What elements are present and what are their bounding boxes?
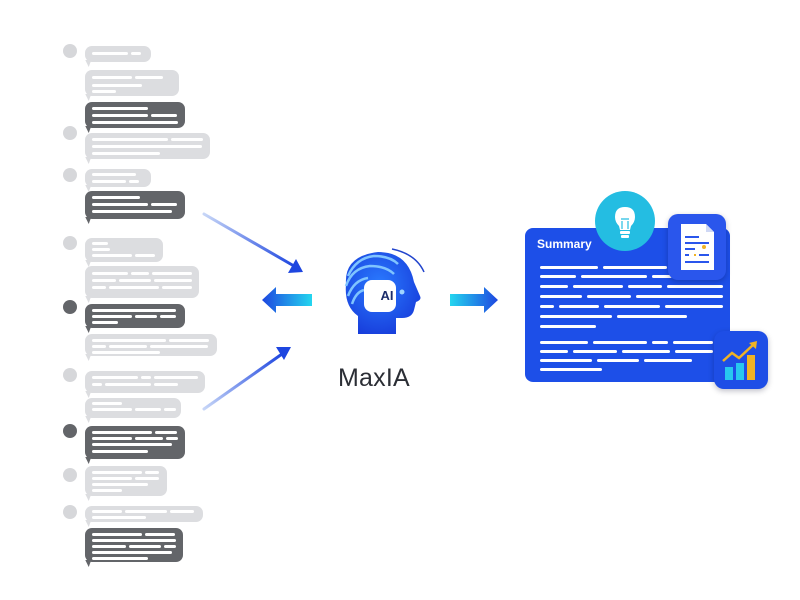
- avatar: [63, 236, 77, 250]
- chat-bubble: [85, 304, 185, 328]
- chat-bubble: [85, 191, 185, 219]
- arrow-right-icon: [450, 287, 498, 313]
- chat-bubble: [85, 426, 185, 459]
- avatar: [63, 424, 77, 438]
- chat-bubble: [85, 133, 210, 159]
- lightbulb-badge: [595, 191, 655, 251]
- chat-bubble: [85, 398, 181, 418]
- growth-chart-badge: [714, 331, 768, 389]
- chat-bubble: [85, 70, 179, 96]
- avatar: [63, 368, 77, 382]
- chat-bubble: [85, 46, 151, 62]
- document-icon: [681, 224, 714, 270]
- chat-bubble: [85, 169, 151, 187]
- document-badge: [668, 214, 726, 280]
- avatar: [63, 300, 77, 314]
- growth-chart-icon: [722, 341, 757, 380]
- avatar: [63, 126, 77, 140]
- chat-bubble: [85, 466, 167, 496]
- avatar: [63, 44, 77, 58]
- chat-bubble: [85, 371, 205, 393]
- arrow-left-icon: [262, 287, 312, 313]
- arrow-in-bottom-icon: [202, 347, 291, 411]
- avatar: [63, 505, 77, 519]
- chat-bubble: [85, 238, 163, 262]
- chat-bubble: [85, 266, 199, 298]
- avatar: [63, 468, 77, 482]
- chat-bubble: [85, 506, 203, 522]
- ai-badge: AI: [380, 288, 394, 303]
- chat-bubble: [85, 102, 185, 128]
- arrow-in-top-icon: [202, 212, 303, 273]
- chat-bubble: [85, 334, 217, 356]
- chat-bubble: [85, 528, 183, 562]
- summary-card: Summary: [525, 228, 730, 382]
- ai-head-icon: [344, 248, 425, 334]
- ai-head-logo: AI: [334, 244, 434, 354]
- summary-title: Summary: [537, 237, 592, 251]
- brand-name: MaxIA: [338, 364, 410, 392]
- lightbulb-icon: [615, 207, 635, 238]
- avatar: [63, 168, 77, 182]
